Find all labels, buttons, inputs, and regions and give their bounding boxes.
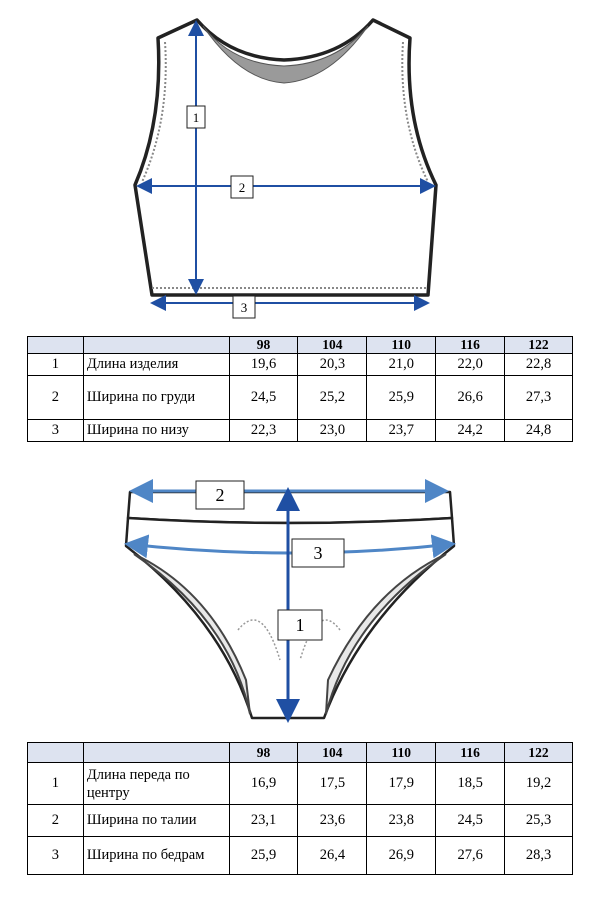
size-header: 104 [297,742,368,763]
leg-opening-right [325,553,447,715]
marker-label: 1 [193,110,200,125]
value-cell: 26,4 [297,836,368,875]
marker-2-bottom: 2 [195,480,245,510]
value-cell: 16,9 [228,762,299,805]
table-header-row: 98 104 110 116 122 [27,336,573,354]
table-row: 1 Длина переда по центру 16,9 17,5 17,9 … [27,762,573,805]
value-cell: 28,3 [504,836,573,875]
marker-2-top: 2 [230,175,254,199]
value-cell: 23,0 [297,419,368,442]
header-empty-cell [27,336,84,354]
value-cell: 19,2 [504,762,573,805]
value-cell: 21,0 [366,353,437,376]
value-cell: 26,9 [366,836,437,875]
marker-label: 2 [239,180,246,195]
header-empty-cell [82,742,230,763]
marker-label: 3 [241,300,248,315]
header-empty-cell [27,742,84,763]
value-cell: 25,9 [228,836,299,875]
value-cell: 25,2 [297,375,368,420]
crop-top-diagram: 1 2 3 [133,18,438,319]
marker-label: 3 [314,543,323,563]
leg-opening-left [133,553,251,715]
neckline-band [202,25,369,84]
header-empty-cell [82,336,230,354]
marker-1-bottom: 1 [277,609,323,641]
row-number: 2 [27,375,84,420]
armhole-stitch-left [141,41,167,183]
table-row: 3 Ширина по бедрам 25,9 26,4 26,9 27,6 2… [27,836,573,875]
table-row: 2 Ширина по груди 24,5 25,2 25,9 26,6 27… [27,375,573,420]
measurement-name: Длина переда по центру [82,762,230,805]
size-header: 122 [504,742,573,763]
measurement-name: Ширина по талии [82,804,230,837]
measurement-name: Ширина по низу [82,419,230,442]
value-cell: 17,9 [366,762,437,805]
value-cell: 22,8 [504,353,573,376]
value-cell: 18,5 [435,762,506,805]
crop-top-outline [133,18,438,297]
value-cell: 25,3 [504,804,573,837]
row-number: 3 [27,836,84,875]
value-cell: 23,6 [297,804,368,837]
measurement-name: Длина изделия [82,353,230,376]
waistband [126,490,454,525]
size-header: 104 [297,336,368,354]
size-header: 110 [366,742,437,763]
value-cell: 23,1 [228,804,299,837]
table-header-row: 98 104 110 116 122 [27,742,573,763]
table-row: 1 Длина изделия 19,6 20,3 21,0 22,0 22,8 [27,353,573,376]
value-cell: 25,9 [366,375,437,420]
value-cell: 22,3 [228,419,299,442]
value-cell: 20,3 [297,353,368,376]
crop-top-size-table: 98 104 110 116 122 1 Длина изделия 19,6 … [27,336,573,442]
size-header: 122 [504,336,573,354]
table-row: 2 Ширина по талии 23,1 23,6 23,8 24,5 25… [27,804,573,837]
value-cell: 22,0 [435,353,506,376]
marker-1-top: 1 [186,105,206,129]
value-cell: 24,8 [504,419,573,442]
briefs-size-table: 98 104 110 116 122 1 Длина переда по цен… [27,742,573,875]
marker-label: 2 [216,485,225,505]
row-number: 3 [27,419,84,442]
value-cell: 24,5 [435,804,506,837]
value-cell: 24,2 [435,419,506,442]
value-cell: 23,8 [366,804,437,837]
size-header: 116 [435,742,506,763]
marker-3-bottom: 3 [291,538,345,568]
row-number: 1 [27,353,84,376]
row-number: 1 [27,762,84,805]
row-number: 2 [27,804,84,837]
size-header: 110 [366,336,437,354]
value-cell: 19,6 [228,353,299,376]
size-header: 116 [435,336,506,354]
size-header: 98 [228,742,299,763]
value-cell: 24,5 [228,375,299,420]
size-header: 98 [228,336,299,354]
value-cell: 26,6 [435,375,506,420]
table-row: 3 Ширина по низу 22,3 23,0 23,7 24,2 24,… [27,419,573,442]
value-cell: 17,5 [297,762,368,805]
measurement-name: Ширина по груди [82,375,230,420]
value-cell: 27,3 [504,375,573,420]
value-cell: 23,7 [366,419,437,442]
armhole-stitch-right [401,41,429,183]
marker-label: 1 [296,615,305,635]
measurement-name: Ширина по бедрам [82,836,230,875]
value-cell: 27,6 [435,836,506,875]
marker-3-top: 3 [232,295,256,319]
briefs-diagram: 2 3 1 [124,479,456,723]
